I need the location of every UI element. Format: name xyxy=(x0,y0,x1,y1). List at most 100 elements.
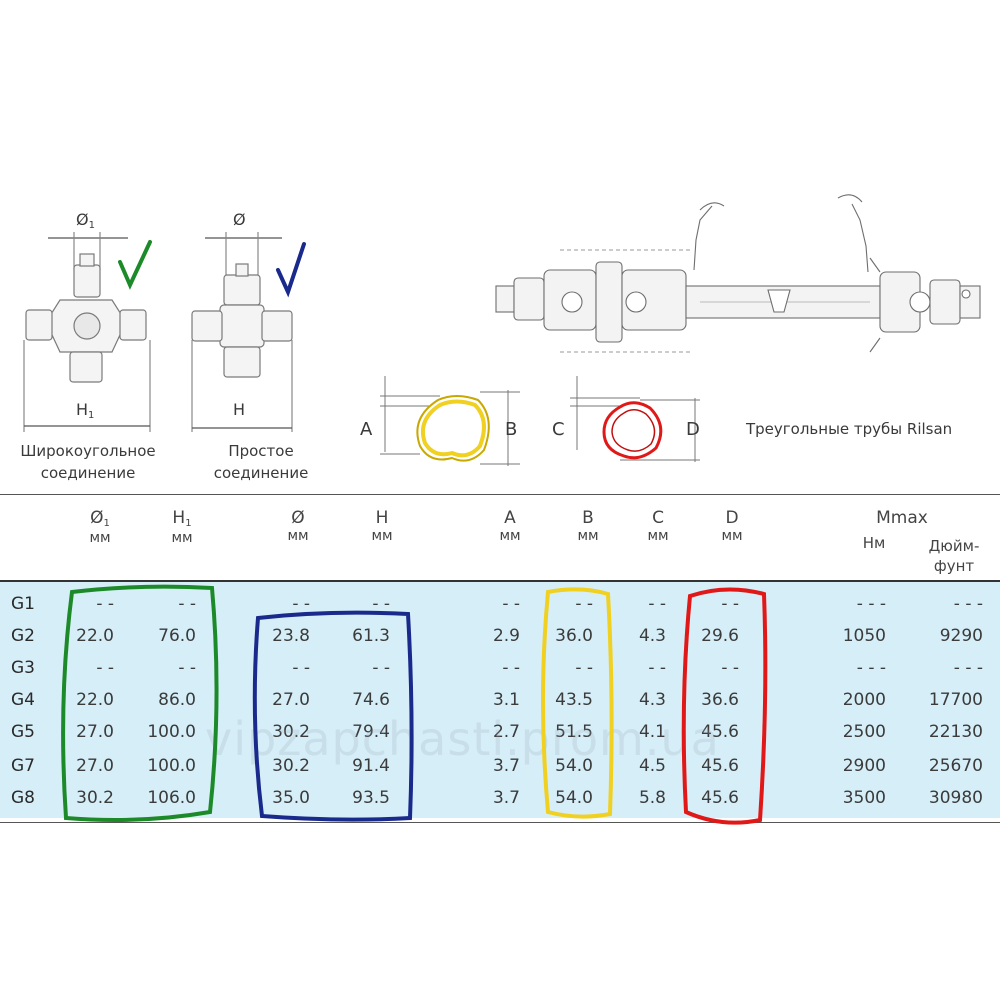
table-cell: - - xyxy=(96,658,114,678)
tube-ab-drawing xyxy=(380,376,520,466)
table-cell: 2.7 xyxy=(492,722,520,742)
simple-joint-diameter-label: Ø xyxy=(233,210,246,229)
tube-label-d: D xyxy=(686,419,700,440)
table-cell: 30980 xyxy=(928,788,983,808)
table-cell: - - - xyxy=(953,594,983,614)
header-inlb: Дюйм-фунт xyxy=(928,537,980,575)
table-cell: 22130 xyxy=(928,722,983,742)
table-cell: 4.3 xyxy=(638,690,666,710)
table-bottom-rule xyxy=(0,822,1000,823)
table-cell: - - xyxy=(178,594,196,614)
table-cell: 2500 xyxy=(842,722,886,742)
table-cell: - - xyxy=(372,594,390,614)
tube-label-b: B xyxy=(505,419,518,440)
table-cell: 86.0 xyxy=(158,690,196,710)
row-label: G1 xyxy=(11,594,35,614)
tube-cd-drawing xyxy=(570,376,700,462)
table-cell: 3.7 xyxy=(492,788,520,808)
tube-caption: Треугольные трубы Rilsan xyxy=(746,420,953,438)
table-cell: - - xyxy=(575,658,593,678)
table-cell: - - xyxy=(372,658,390,678)
table-cell: - - xyxy=(178,658,196,678)
row-label: G2 xyxy=(11,626,35,646)
table-cell: 100.0 xyxy=(147,722,196,742)
table-cell: - - xyxy=(502,658,520,678)
wide-joint-diameter-label: Ø1 xyxy=(76,210,95,231)
table-cell: 4.5 xyxy=(638,756,666,776)
wide-joint-height-label: H1 xyxy=(76,400,95,421)
wide-joint-caption: Широкоугольное соединение xyxy=(20,442,156,482)
row-label: G4 xyxy=(11,690,35,710)
table-cell: 25670 xyxy=(928,756,983,776)
table-cell: 36.6 xyxy=(701,690,739,710)
watermark: vipzapchasti.prom.ua xyxy=(205,712,720,766)
row-label: G5 xyxy=(11,722,35,742)
table-top-rule xyxy=(0,494,1000,495)
table-cell: - - xyxy=(502,594,520,614)
table-cell: - - - xyxy=(953,658,983,678)
table-cell: - - xyxy=(648,658,666,678)
table-cell: 43.5 xyxy=(555,690,593,710)
table-cell: 2900 xyxy=(842,756,886,776)
table-cell: 74.6 xyxy=(352,690,390,710)
table-cell: - - xyxy=(575,594,593,614)
table-cell: 22.0 xyxy=(76,690,114,710)
table-cell: 9290 xyxy=(939,626,983,646)
table-cell: 76.0 xyxy=(158,626,196,646)
row-label: G3 xyxy=(11,658,35,678)
table-cell: - - xyxy=(648,594,666,614)
table-cell: 1050 xyxy=(842,626,886,646)
table-cell: 4.1 xyxy=(638,722,666,742)
table-cell: 93.5 xyxy=(352,788,390,808)
table-cell: 23.8 xyxy=(272,626,310,646)
table-cell: 54.0 xyxy=(555,788,593,808)
table-cell: 27.0 xyxy=(272,690,310,710)
table-cell: 3.1 xyxy=(492,690,520,710)
pto-shaft-drawing xyxy=(495,194,981,353)
table-cell: 2.9 xyxy=(492,626,520,646)
header-nm: Нм xyxy=(862,534,886,552)
table-cell: 29.6 xyxy=(701,626,739,646)
table-cell: - - xyxy=(292,658,310,678)
table-cell: 2000 xyxy=(842,690,886,710)
table-cell: 22.0 xyxy=(76,626,114,646)
table-cell: 3500 xyxy=(842,788,886,808)
table-cell: 4.3 xyxy=(638,626,666,646)
green-check-icon xyxy=(118,240,152,290)
table-cell: 5.8 xyxy=(638,788,666,808)
table-cell: - - xyxy=(721,594,739,614)
simple-joint-caption: Простое соединение xyxy=(213,442,309,482)
table-cell: 27.0 xyxy=(76,756,114,776)
table-cell: 106.0 xyxy=(147,788,196,808)
table-cell: 35.0 xyxy=(272,788,310,808)
wide-angle-joint-drawing xyxy=(23,232,151,432)
table-cell: - - - xyxy=(856,658,886,678)
table-header-rule xyxy=(0,580,1000,582)
table-cell: - - xyxy=(292,594,310,614)
table-cell: 100.0 xyxy=(147,756,196,776)
tube-label-a: A xyxy=(360,419,373,440)
table-cell: 30.2 xyxy=(76,788,114,808)
table-cell: - - xyxy=(96,594,114,614)
table-cell: 27.0 xyxy=(76,722,114,742)
simple-joint-drawing xyxy=(191,232,293,432)
table-cell: 61.3 xyxy=(352,626,390,646)
table-cell: 3.7 xyxy=(492,756,520,776)
tube-label-c: C xyxy=(552,419,565,440)
table-cell: 17700 xyxy=(928,690,983,710)
row-label: G8 xyxy=(11,788,35,808)
table-cell: - - xyxy=(721,658,739,678)
table-cell: - - - xyxy=(856,594,886,614)
table-cell: 45.6 xyxy=(701,788,739,808)
table-cell: 36.0 xyxy=(555,626,593,646)
simple-joint-height-label: H xyxy=(233,400,246,419)
